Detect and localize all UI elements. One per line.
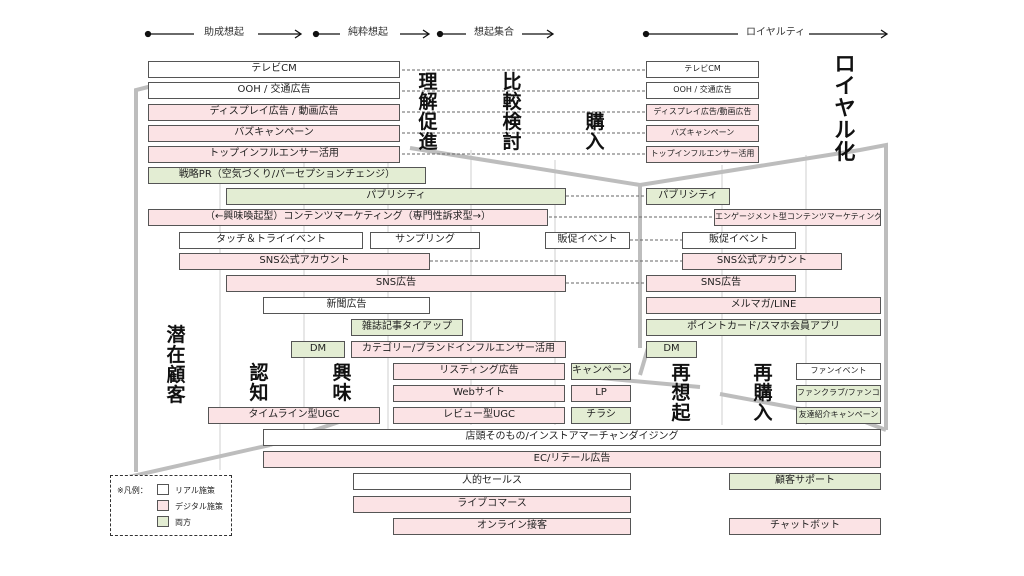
- measure-promo-event: 販促イベント: [545, 232, 630, 249]
- measure-flyer: チラシ: [571, 407, 631, 424]
- legend-swatch-real: [157, 484, 169, 495]
- measure-r-ooh: OOH / 交通広告: [646, 82, 759, 99]
- measure-top-influencer: トップインフルエンサー活用: [148, 146, 400, 163]
- phase-label-repurchase: 再 購 入: [753, 362, 773, 424]
- legend-swatch-both: [157, 516, 169, 527]
- measure-display-ads: ディスプレイ広告 / 動画広告: [148, 104, 400, 121]
- phase-label-purchase: 購 入: [585, 111, 605, 153]
- phase-label-loyalty: ロ イ ヤ ル 化: [834, 52, 856, 164]
- measure-r-sns-ads: SNS広告: [646, 275, 796, 292]
- phase-label-awareness: 認 知: [249, 362, 269, 404]
- measure-r-chatbot: チャットボット: [729, 518, 881, 535]
- measure-ooh: OOH / 交通広告: [148, 82, 400, 99]
- measure-timeline-ugc: タイムライン型UGC: [208, 407, 380, 424]
- measure-r-customer-support: 顧客サポート: [729, 473, 881, 490]
- legend-label-digital: デジタル施策: [175, 502, 223, 511]
- measure-strategic-pr: 戦略PR（空気づくり/パーセプションチェンジ）: [148, 167, 426, 184]
- phase-label-recall: 再 想 起: [671, 362, 691, 424]
- stage-label-aided-recall: 助成想起: [200, 27, 248, 39]
- measure-in-store-merchandising: 店頭そのもの/インストアマーチャンダイジング: [263, 429, 881, 446]
- measure-r-top-influencer: トップインフルエンサー活用: [646, 146, 759, 163]
- measure-r-point-card-app: ポイントカード/スマホ会員アプリ: [646, 319, 881, 336]
- phase-label-interest: 興 味: [332, 362, 352, 404]
- phase-label-latent-customer: 潜 在 顧 客: [166, 324, 186, 406]
- measure-r-engagement-content: エンゲージメント型コンテンツマーケティング: [714, 209, 881, 226]
- stage-label-evoked-set: 想起集合: [470, 27, 518, 39]
- legend-label-real: リアル施策: [175, 486, 215, 495]
- measure-lp: LP: [571, 385, 631, 402]
- legend-label-both: 両方: [175, 518, 191, 527]
- measure-r-display-ads: ディスプレイ広告/動画広告: [646, 104, 759, 121]
- measure-content-marketing: （←興味喚起型）コンテンツマーケティング（専門性訴求型→）: [148, 209, 548, 226]
- measure-r-tv-cm: テレビCM: [646, 61, 759, 78]
- phase-label-understanding: 理 解 促 進: [418, 71, 438, 153]
- measure-magazine-tieup: 雑誌記事タイアップ: [351, 319, 463, 336]
- measure-online-service: オンライン接客: [393, 518, 631, 535]
- measure-live-commerce: ライブコマース: [353, 496, 631, 513]
- measure-r-publicity: パブリシティ: [646, 188, 730, 205]
- measure-review-ugc: レビュー型UGC: [393, 407, 565, 424]
- measure-dm: DM: [291, 341, 345, 358]
- measure-ec-retail-ads: EC/リテール広告: [263, 451, 881, 468]
- legend: ※凡例： リアル施策 デジタル施策 両方: [110, 475, 232, 536]
- dashed-connectors: [402, 69, 714, 284]
- legend-title: ※凡例：: [117, 486, 148, 495]
- measure-campaign: キャンペーン: [571, 363, 631, 380]
- stage-arrows: [144, 29, 889, 39]
- measure-website: Webサイト: [393, 385, 565, 402]
- measure-r-sns-account: SNS公式アカウント: [682, 253, 842, 270]
- measure-publicity: パブリシティ: [226, 188, 566, 205]
- measure-r-fan-club: ファンクラブ/ファンコミュニティ: [796, 385, 881, 402]
- measure-category-influencer: カテゴリー/ブランドインフルエンサー活用: [351, 341, 566, 358]
- measure-buzz-campaign: バズキャンペーン: [148, 125, 400, 142]
- legend-swatch-digital: [157, 500, 169, 511]
- measure-sns-account: SNS公式アカウント: [179, 253, 430, 270]
- measure-sampling: サンプリング: [370, 232, 480, 249]
- measure-touch-try-event: タッチ＆トライイベント: [179, 232, 363, 249]
- measure-r-promo-event: 販促イベント: [682, 232, 796, 249]
- measure-r-mailmag-line: メルマガ/LINE: [646, 297, 881, 314]
- measure-sns-ads: SNS広告: [226, 275, 566, 292]
- measure-listing-ads: リスティング広告: [393, 363, 565, 380]
- measure-r-buzz-campaign: バズキャンペーン: [646, 125, 759, 142]
- stage-label-loyalty: ロイヤルティ: [742, 27, 810, 39]
- measure-r-referral-campaign: 友達紹介キャンペーン: [796, 407, 881, 424]
- measure-newspaper-ads: 新聞広告: [263, 297, 430, 314]
- measure-tv-cm: テレビCM: [148, 61, 400, 78]
- stage-label-unaided-recall: 純粋想起: [344, 27, 392, 39]
- phase-label-comparison: 比 較 検 討: [502, 71, 522, 153]
- measure-r-fan-event: ファンイベント: [796, 363, 881, 380]
- measure-r-dm: DM: [646, 341, 697, 358]
- measure-personal-sales: 人的セールス: [353, 473, 631, 490]
